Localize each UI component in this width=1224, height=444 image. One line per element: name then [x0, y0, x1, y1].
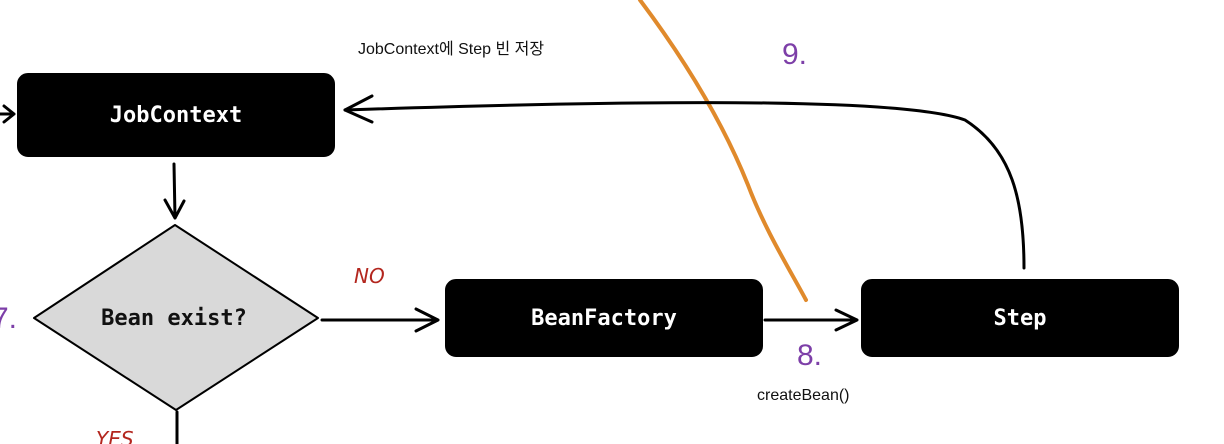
edge-decision-to-beanfactory [320, 307, 440, 333]
edge-beanfactory-to-step [763, 308, 859, 332]
edge-step-to-jobcontext [343, 101, 1026, 270]
step-number-8: 8. [797, 339, 822, 372]
node-beanfactory: BeanFactory [445, 279, 763, 357]
note-store-step: JobContext에 Step 빈 저장 [358, 40, 544, 58]
step-number-9: 9. [782, 38, 807, 71]
node-step-label: Step [994, 306, 1047, 331]
node-decision: Bean exist? [33, 224, 319, 411]
step-number-7: 7. [0, 302, 17, 335]
edge-jobcontext-to-decision [163, 162, 186, 220]
edge-step-to-jobcontext-arrowhead [343, 94, 374, 124]
node-decision-label: Bean exist? [101, 306, 247, 331]
note-create-bean: createBean() [757, 387, 850, 404]
node-beanfactory-label: BeanFactory [531, 306, 677, 331]
edge-label-yes: YES [96, 427, 134, 444]
highlight-line [638, 0, 808, 302]
node-step: Step [861, 279, 1179, 357]
edge-label-no: NO [354, 264, 385, 288]
edge-into-jobcontext [0, 104, 16, 124]
node-jobcontext: JobContext [17, 73, 335, 157]
node-jobcontext-label: JobContext [110, 103, 242, 128]
